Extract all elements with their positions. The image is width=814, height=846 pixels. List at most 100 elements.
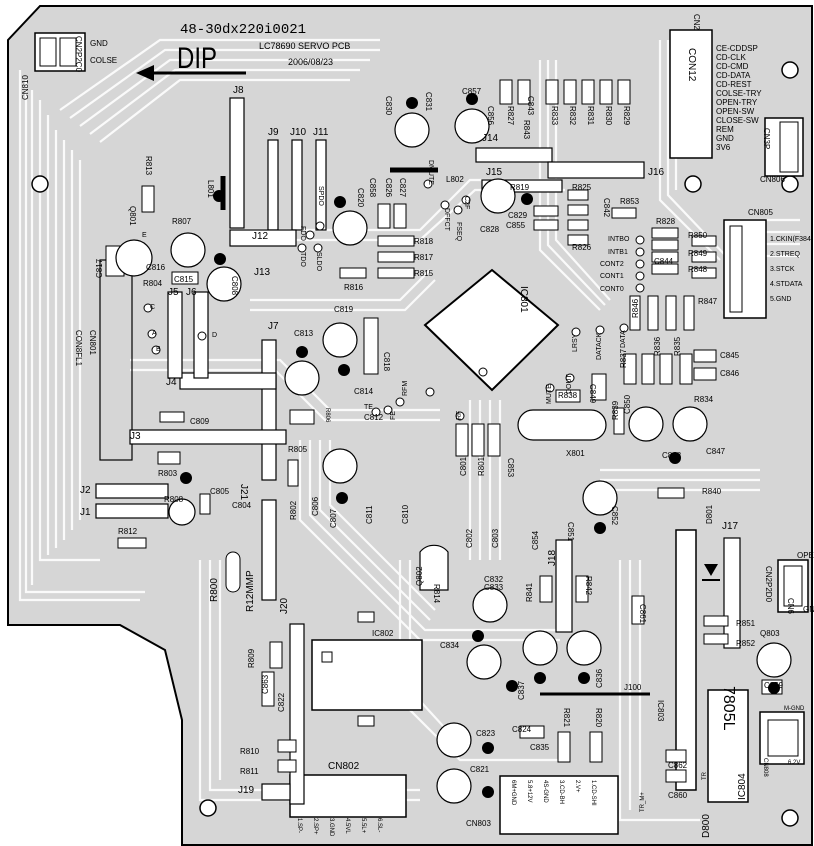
label-j17: J17 (722, 521, 739, 532)
label-c826: C826 (384, 178, 393, 198)
label-r843: R843 (522, 120, 531, 140)
tp-mute: MUTE (546, 384, 553, 404)
label-c820-a: C820 (356, 188, 365, 208)
label-c814: C814 (354, 387, 374, 396)
label-q801: Q801 (128, 206, 137, 226)
label-c834: C834 (440, 641, 460, 650)
tp-spdo: SPDO (317, 186, 324, 206)
cn6-ref: CN6 (786, 598, 795, 615)
label-q802: Q802 (415, 566, 424, 586)
mount-hole (31, 175, 49, 193)
label-r848: R848 (688, 265, 708, 274)
label-c861: C861 (638, 604, 647, 624)
label-c812: C812 (364, 413, 384, 422)
tp-tdo: TDO (299, 252, 306, 267)
ic803-label: IC803 (656, 700, 665, 722)
label-r805: R805 (288, 445, 308, 454)
label-r807: R807 (172, 217, 192, 226)
cn801-ref: CN801 (88, 330, 97, 355)
tp-e: E (142, 232, 147, 239)
tp-c: C (150, 304, 156, 311)
tp-rf: RF (456, 410, 463, 420)
cn801-alt: CON8FL1 (74, 330, 83, 367)
cn802-pin-2: 2.SP+ (312, 818, 318, 835)
tp-cont2: CONT2 (600, 261, 624, 268)
cn802-pin-4: 4.5VL (344, 818, 350, 834)
label-r849: R849 (688, 249, 708, 258)
label-c849: C849 (588, 384, 597, 404)
tp-fdo: FDO (299, 226, 306, 241)
label-r830: R830 (604, 106, 613, 126)
ic803-regulator (675, 529, 697, 791)
label-r816: R816 (344, 283, 364, 292)
label-r831: R831 (586, 106, 595, 126)
jumper-j2 (95, 483, 169, 499)
label-c806: C806 (311, 496, 320, 516)
ic804-label: IC804 (737, 773, 748, 800)
jumper-j12 (229, 229, 297, 247)
label-j2: J2 (80, 485, 91, 496)
ic802-label: IC802 (372, 629, 394, 638)
label-j7: J7 (268, 321, 279, 332)
label-r810: R810 (240, 747, 260, 756)
label-r825: R825 (572, 183, 592, 192)
label-c847: C847 (706, 447, 726, 456)
cn803-pin-3: 3.CD-BH (558, 780, 564, 805)
label-r847: R847 (698, 297, 718, 306)
jumper-j14 (475, 147, 553, 163)
label-c818: C818 (382, 352, 391, 372)
cn803-pin-5: 5.8+12V (526, 780, 532, 803)
jumper-j1 (95, 503, 169, 519)
label-r841: R841 (525, 582, 534, 602)
jumper-j5 (167, 291, 183, 379)
label-r821: R821 (562, 708, 571, 728)
mount-hole (781, 61, 799, 79)
label-c832: C832 (484, 575, 504, 584)
label-c845: C845 (720, 351, 740, 360)
label-c829: C829 (508, 211, 528, 220)
dip-direction-label: DIP (177, 42, 218, 75)
label-r835: R835 (673, 336, 682, 356)
label-d800: D800 (701, 814, 712, 838)
jumper-j19 (261, 783, 291, 801)
label-q803: Q803 (760, 629, 780, 638)
label-tr: TR (702, 772, 708, 780)
label-j4: J4 (166, 377, 177, 388)
label-r803: R803 (158, 469, 178, 478)
label-c854: C854 (531, 530, 540, 550)
crystal-x801 (517, 409, 607, 441)
tp-dffct: DFFCT (443, 208, 450, 231)
label-j19: J19 (238, 785, 255, 796)
tp-lrsy: LRSY (572, 333, 579, 352)
cn6-pin-gn: GN (803, 605, 814, 614)
label-r801: R801 (477, 456, 486, 476)
label-j21: J21 (238, 484, 249, 501)
label-r840: R840 (702, 487, 722, 496)
label-c830: C830 (384, 96, 393, 116)
label-c851: C851 (566, 522, 575, 542)
label-j1: J1 (80, 507, 91, 518)
ic801-label: IC801 (518, 286, 529, 313)
cn806-ref: CN806 (760, 175, 785, 184)
tp-cont1: CONT1 (600, 273, 624, 280)
smd-parts (105, 79, 783, 783)
label-r850: R850 (688, 231, 708, 240)
label-c857: C857 (462, 87, 482, 96)
label-r838: R838 (558, 391, 578, 400)
label-r852: R852 (736, 639, 756, 648)
label-j16: J16 (648, 167, 665, 178)
cn808-connector (759, 711, 805, 765)
mount-hole (684, 175, 702, 193)
label-c837: C837 (517, 680, 526, 700)
label-c846: C846 (720, 369, 740, 378)
cn802-pin-1: 1.SP- (296, 818, 302, 834)
label-j20: J20 (279, 597, 290, 614)
cn810-pin-gnd: GND (90, 39, 108, 48)
ic804-regulator (707, 689, 749, 803)
cn802-pin-6: 6.SL- (376, 818, 382, 833)
label-l801: L801 (206, 180, 215, 198)
label-c856: C856 (486, 106, 495, 126)
label-j15: J15 (486, 167, 503, 178)
cn2-connector (669, 29, 713, 159)
cn6-pin-ope: OPE (797, 551, 814, 560)
